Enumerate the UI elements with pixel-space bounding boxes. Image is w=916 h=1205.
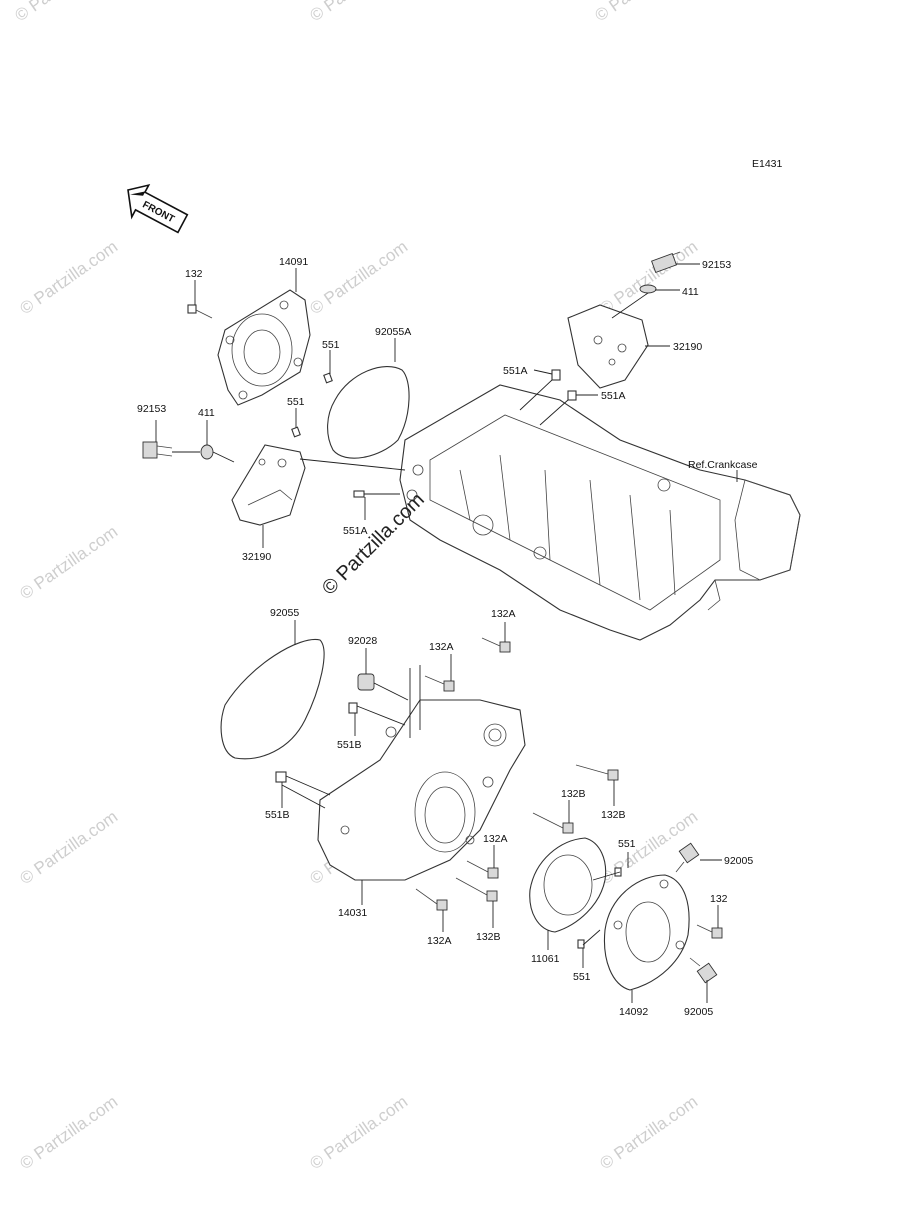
washer-411-right[interactable] <box>639 284 657 294</box>
dowel-pin-551b-1[interactable] <box>348 702 358 714</box>
dowel-pin-551a-mid[interactable] <box>551 369 561 381</box>
watermark: © Partzilla.com <box>16 237 121 318</box>
label-132a-4: 132A <box>427 935 452 947</box>
bolt-132-top[interactable] <box>187 304 213 319</box>
watermark: © Partzilla.com <box>16 807 121 888</box>
cover-14091[interactable] <box>217 289 311 406</box>
dowel-pin-551d[interactable] <box>577 939 585 949</box>
watermark: © Partzilla.com <box>16 522 121 603</box>
watermark: © Partzilla.com <box>306 237 411 318</box>
bolt-92153-right[interactable] <box>651 251 681 273</box>
label-92005-b: 92005 <box>684 1006 713 1018</box>
crankcase-reference <box>399 384 801 641</box>
label-551a-mid: 551A <box>503 365 528 377</box>
dowel-pin-551[interactable] <box>323 372 333 384</box>
label-411-right: 411 <box>682 286 699 298</box>
label-132a-3: 132A <box>483 833 508 845</box>
watermark: © Partzilla.com <box>596 1092 701 1173</box>
label-32190-left: 32190 <box>242 551 271 563</box>
label-92055: 92055 <box>270 607 299 619</box>
label-551b-1: 551B <box>337 739 362 751</box>
label-132-right: 132 <box>710 893 728 905</box>
label-132-top: 132 <box>185 268 203 280</box>
watermark: © Partzilla.com <box>596 237 701 318</box>
label-132b-2: 132B <box>561 788 586 800</box>
label-551-a: 551 <box>322 339 340 351</box>
dowel-pin-551c[interactable] <box>614 867 622 877</box>
label-14092: 14092 <box>619 1006 648 1018</box>
label-132b-1: 132B <box>601 809 626 821</box>
diagram-code: E1431 <box>752 158 783 170</box>
label-11061: 11061 <box>531 953 560 965</box>
dowel-pin-551a-right[interactable] <box>567 390 577 401</box>
bracket-32190-left[interactable] <box>231 444 306 526</box>
bolt-132b-3[interactable] <box>455 877 498 902</box>
cover-14092[interactable] <box>603 874 690 991</box>
bolt-132b-1[interactable] <box>575 764 619 781</box>
label-32190-right: 32190 <box>673 341 702 353</box>
bolt-132a-1[interactable] <box>481 637 511 653</box>
label-92055a: 92055A <box>375 326 411 338</box>
gasket-11061[interactable] <box>529 837 607 933</box>
o-ring-92055[interactable] <box>220 638 325 760</box>
watermark: © Partzilla.com <box>591 0 696 25</box>
dowel-pin-551a-left[interactable] <box>353 490 365 498</box>
label-132a-2: 132A <box>429 641 454 653</box>
watermark: © Partzilla.com <box>306 0 411 25</box>
bracket-32190-right[interactable] <box>567 304 649 389</box>
leader-lines <box>155 263 738 1003</box>
label-92028: 92028 <box>348 635 377 647</box>
fitting-92005-b[interactable] <box>689 957 718 984</box>
bolt-132a-4[interactable] <box>415 888 448 911</box>
bolt-132-right[interactable] <box>696 924 723 939</box>
label-92153-left: 92153 <box>137 403 166 415</box>
label-92005-a: 92005 <box>724 855 753 867</box>
label-551-b: 551 <box>287 396 305 408</box>
label-92153-right: 92153 <box>702 259 731 271</box>
dowel-pin-551[interactable] <box>291 426 301 438</box>
label-14031: 14031 <box>338 907 367 919</box>
bolt-92153-left[interactable] <box>142 441 173 459</box>
plug-92028[interactable] <box>357 673 375 691</box>
watermark: © Partzilla.com <box>306 1092 411 1173</box>
label-551-d: 551 <box>573 971 591 983</box>
o-ring-92055a[interactable] <box>327 366 410 459</box>
label-132b-3: 132B <box>476 931 501 943</box>
bolt-132a-3[interactable] <box>466 860 499 879</box>
washer-411-left[interactable] <box>200 444 214 460</box>
dowel-pin-551b-2[interactable] <box>275 771 287 783</box>
part-labels: 132 14091 551 92055A 551 92153 411 32190… <box>137 256 758 1018</box>
bolt-132a-2[interactable] <box>424 675 455 692</box>
watermark: © Partzilla.com <box>16 1092 121 1173</box>
watermark-center: © Partzilla.com <box>318 489 429 600</box>
label-14091: 14091 <box>279 256 308 268</box>
fitting-92005-a[interactable] <box>675 842 700 873</box>
bolt-132b-2[interactable] <box>532 812 574 834</box>
label-551b-2: 551B <box>265 809 290 821</box>
cover-14031[interactable] <box>317 699 526 881</box>
label-551-c: 551 <box>618 838 636 850</box>
label-551a-right: 551A <box>601 390 626 402</box>
label-551a-left: 551A <box>343 525 368 537</box>
watermark: © Partzilla.com <box>11 0 116 25</box>
label-411-left: 411 <box>198 407 215 419</box>
label-ref-crankcase: Ref.Crankcase <box>688 459 758 471</box>
front-arrow-icon: FRONT <box>127 183 189 234</box>
label-132a-1: 132A <box>491 608 516 620</box>
